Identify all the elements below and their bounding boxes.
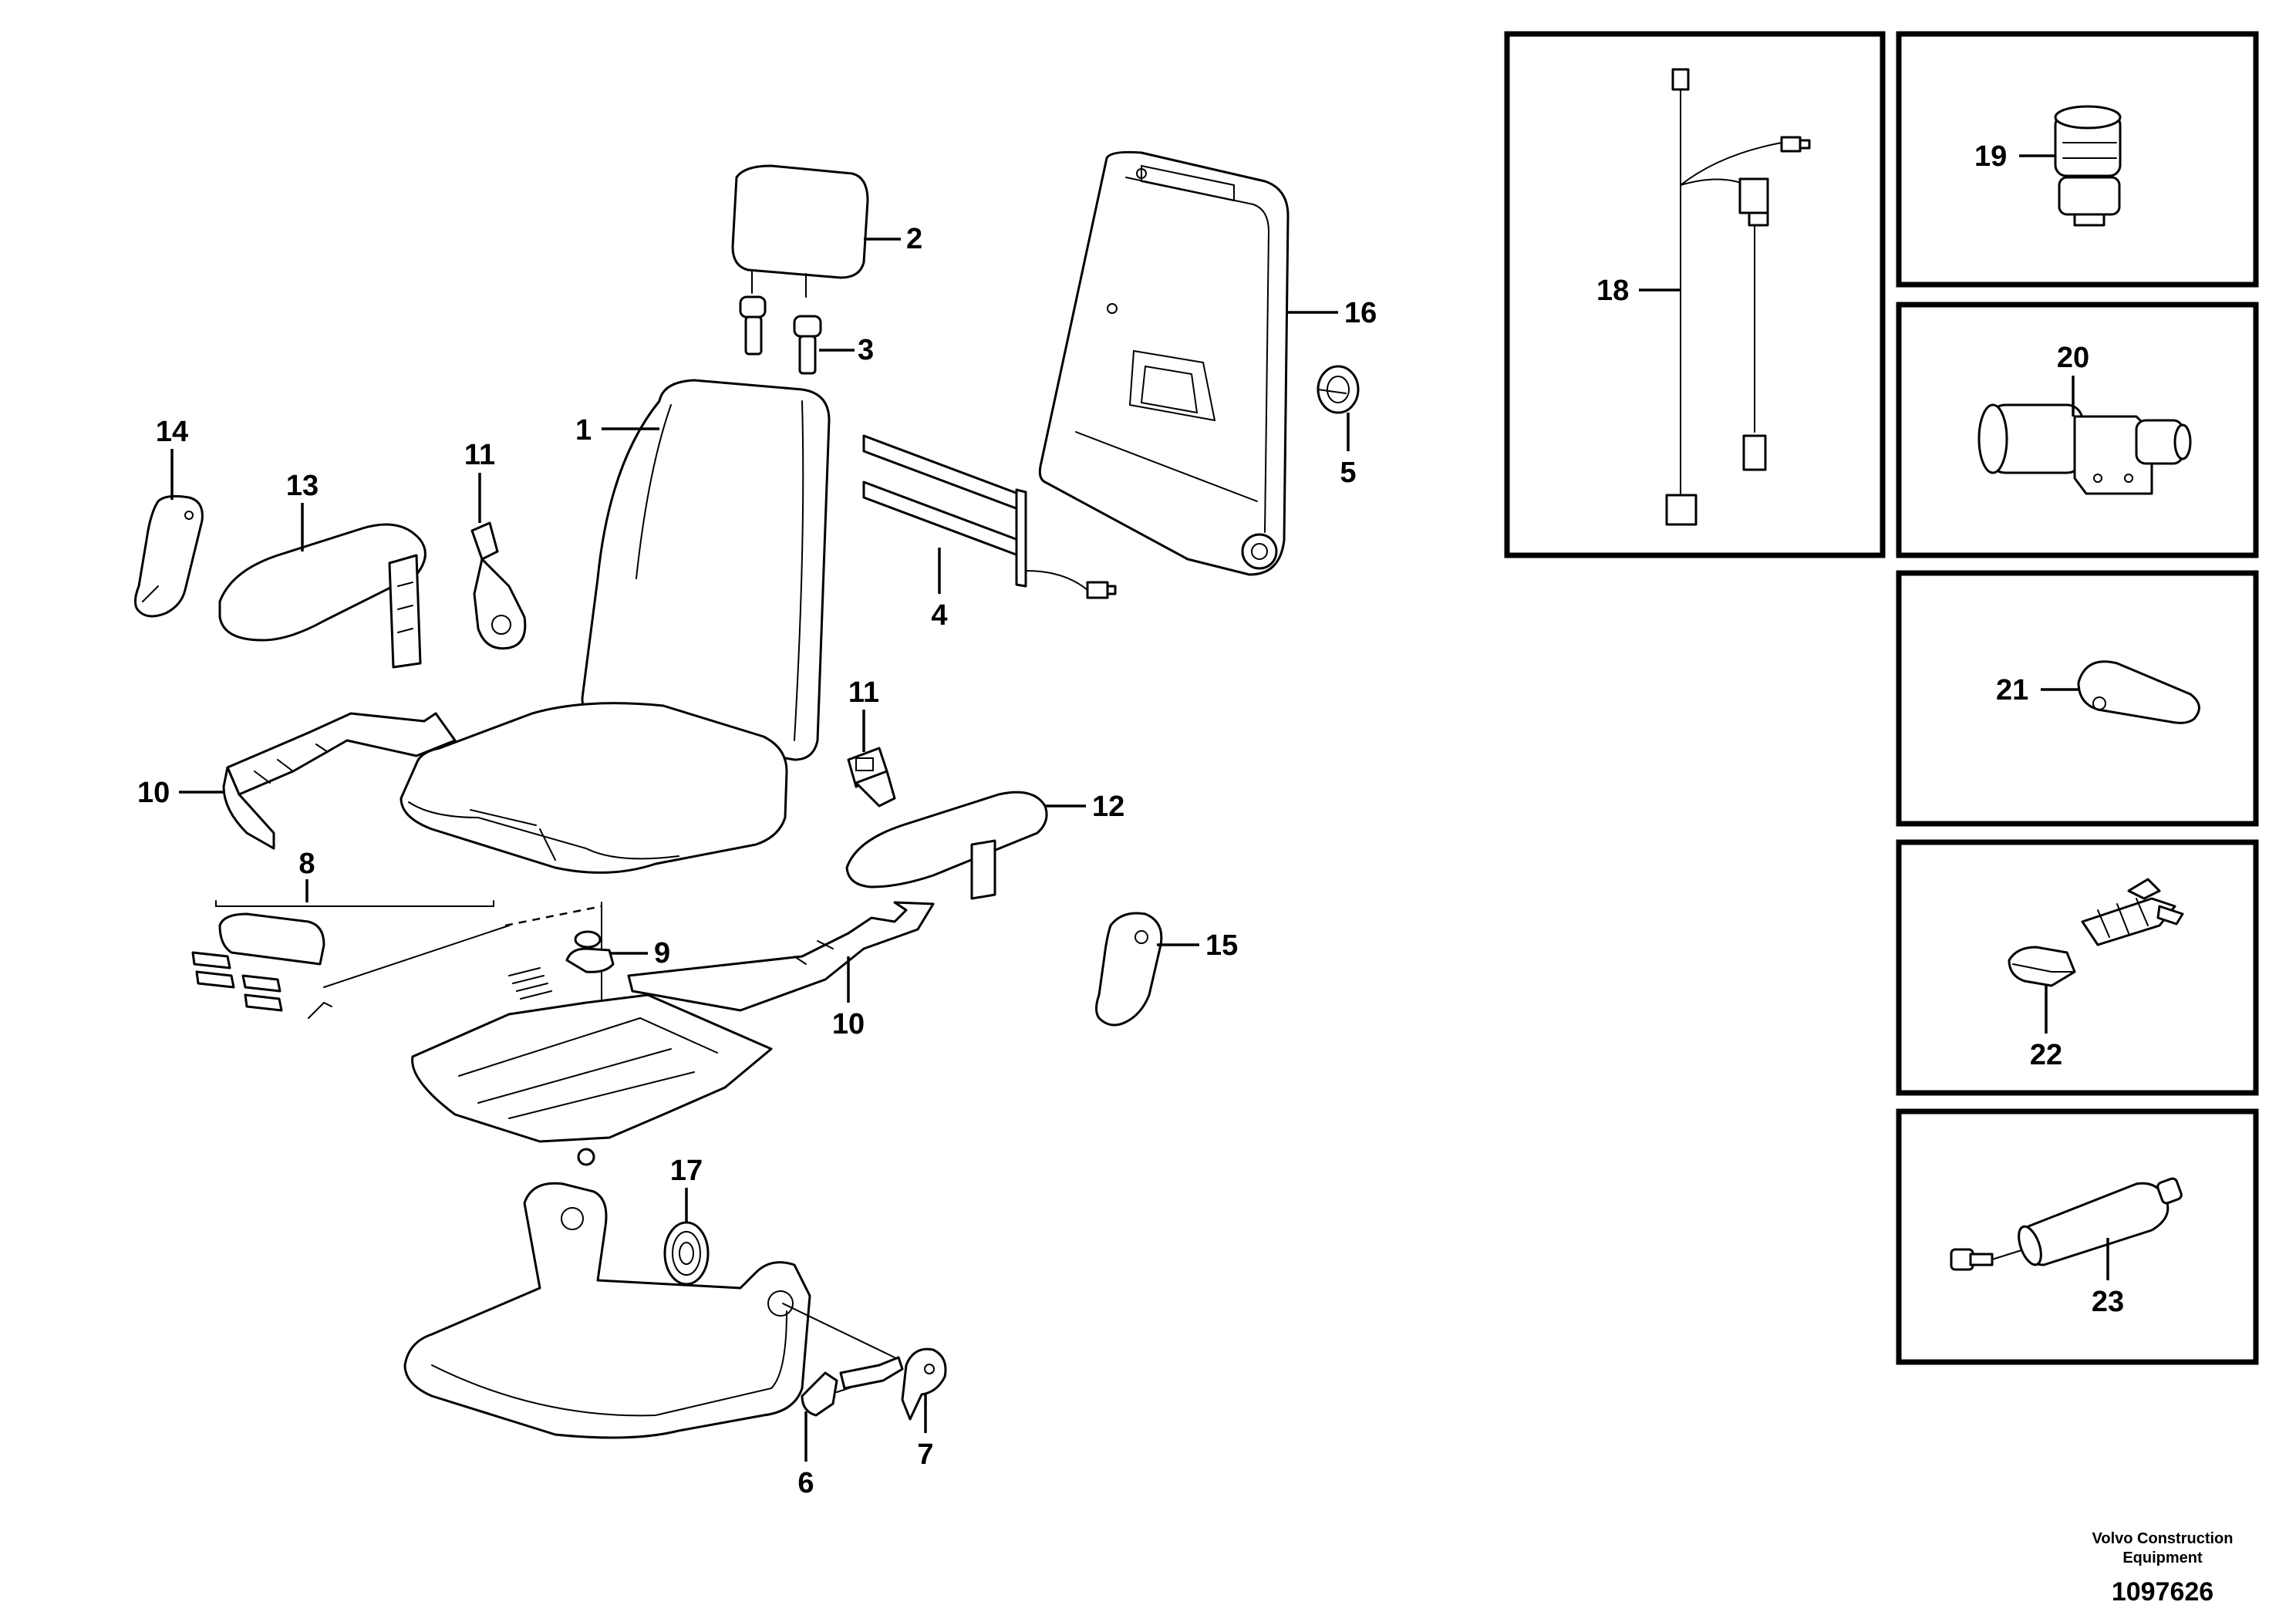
backrest-shell-part-16	[1038, 150, 1290, 576]
document-number: 1097626	[2112, 1577, 2213, 1607]
gas-spring-part-23	[1950, 1177, 2183, 1271]
callout-6: 6	[797, 1467, 814, 1499]
left-armrest-part-13	[218, 523, 426, 669]
right-armrest-part-12	[845, 791, 1048, 900]
seat-side-rail-part-10	[222, 712, 457, 850]
callout-23: 23	[2092, 1286, 2124, 1318]
callout-7: 7	[917, 1438, 933, 1471]
callout-20: 20	[2057, 342, 2089, 374]
callout-13: 13	[286, 470, 319, 502]
callout-14: 14	[156, 416, 188, 448]
brand-line-1: Volvo Construction	[2092, 1530, 2234, 1547]
lever-part-7	[782, 1303, 947, 1421]
callout-9: 9	[654, 937, 670, 969]
seat-frame	[403, 1182, 811, 1439]
coil-spring-part-17	[663, 1221, 710, 1286]
callout-17: 17	[670, 1155, 703, 1187]
detail-box-18	[1504, 31, 1886, 558]
callout-1: 1	[575, 414, 592, 447]
callout-10a: 10	[137, 777, 170, 809]
headrest-part-2	[731, 164, 869, 298]
rotary-knob-part-19	[2054, 105, 2122, 227]
detail-box-19	[1896, 31, 2259, 288]
knob-cap-part-21	[2077, 660, 2200, 724]
callout-21: 21	[1996, 674, 2028, 706]
detail-box-21	[1896, 570, 2259, 827]
callout-8: 8	[298, 848, 315, 880]
backrest-straps-part-4	[862, 434, 1117, 599]
headrest-guides-part-3	[739, 295, 822, 375]
linkage-rods-part-8	[191, 900, 510, 1019]
callout-19: 19	[1974, 140, 2007, 173]
electric-motor-part-20	[1977, 403, 2192, 495]
callout-10b: 10	[832, 1008, 865, 1040]
side-cover-part-15	[1095, 912, 1163, 1027]
seat-assembly-part-1	[400, 379, 831, 874]
callout-15: 15	[1205, 929, 1238, 962]
detail-box-22	[1896, 839, 2259, 1096]
callout-22: 22	[2030, 1039, 2062, 1071]
callout-3: 3	[858, 334, 874, 366]
grommet-part-5	[1317, 365, 1360, 414]
seat-side-rail-part-10-right	[627, 901, 935, 1012]
callout-11b: 11	[848, 676, 879, 709]
callout-5: 5	[1340, 457, 1356, 489]
seat-base-plate	[411, 993, 773, 1166]
lever-bracket-part-22	[2008, 878, 2184, 987]
callout-16: 16	[1344, 297, 1377, 329]
detail-box-23	[1896, 1108, 2259, 1365]
seat-belt-retractor-part-11	[470, 521, 527, 650]
callout-4: 4	[931, 599, 947, 632]
brand-line-2: Equipment	[2122, 1549, 2203, 1566]
callout-18: 18	[1596, 275, 1629, 307]
wiring-harness-part-18	[1665, 68, 1811, 526]
side-cover-part-14	[133, 494, 204, 618]
spring-hook-part-9	[504, 902, 615, 1050]
callout-11a: 11	[464, 439, 495, 471]
detail-box-20	[1896, 302, 2259, 558]
callout-2: 2	[906, 223, 922, 255]
callout-12: 12	[1092, 791, 1124, 823]
belt-buckle-part-11	[847, 747, 896, 808]
